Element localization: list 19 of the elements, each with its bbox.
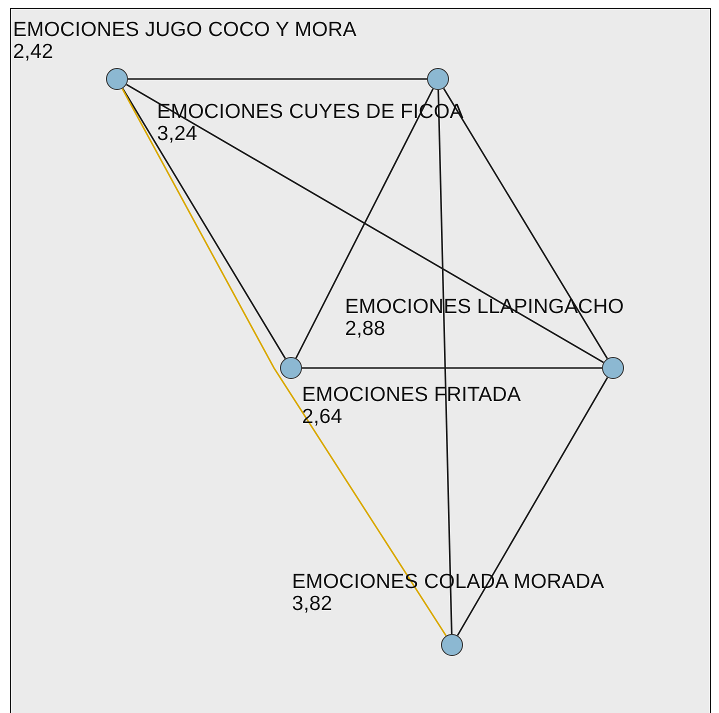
edge-line [456, 377, 608, 636]
edge-line [122, 88, 447, 636]
edge-line [126, 84, 604, 364]
edge-line [128, 78, 427, 80]
value-label: 3,24 [157, 123, 198, 145]
node-circle [280, 357, 302, 379]
value-label: 2,88 [345, 318, 386, 340]
edge-line [302, 367, 602, 369]
node-circle [427, 68, 449, 90]
value-label: 2,42 [13, 41, 54, 63]
node-circle [602, 357, 624, 379]
value-label: 3,82 [292, 593, 332, 615]
edge-line [295, 88, 434, 359]
edge-line [437, 90, 453, 634]
edge-line [443, 88, 608, 359]
node-circle [441, 634, 463, 656]
node-circle [106, 68, 128, 90]
edge-line [122, 88, 286, 359]
node-label: EMOCIONES JUGO COCO Y MORA [13, 19, 357, 41]
